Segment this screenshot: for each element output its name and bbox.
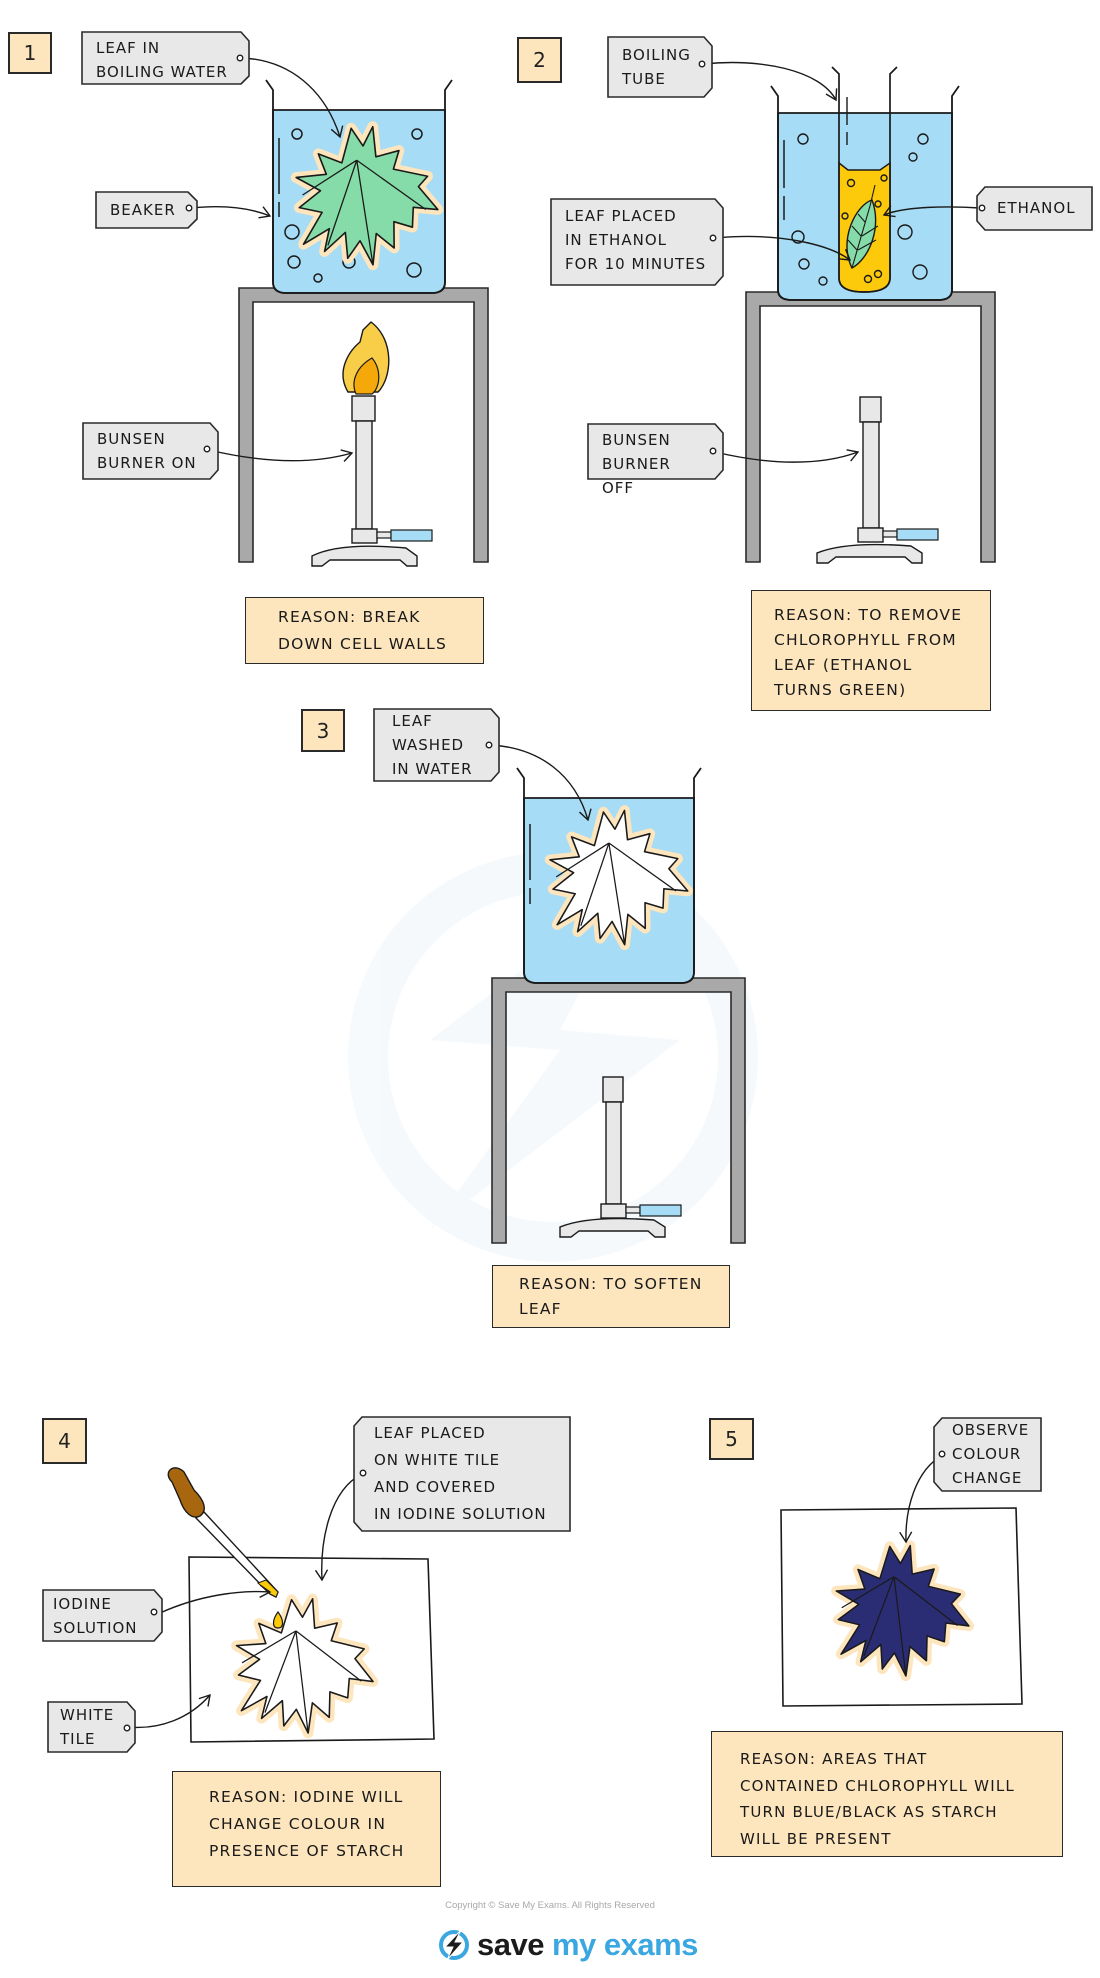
step-number-4: 4 [42,1418,87,1464]
reason-box-4: REASON: IODINE WILL CHANGE COLOUR IN PRE… [172,1771,441,1887]
reason-box-1: REASON: BREAK DOWN CELL WALLS [245,597,484,664]
label-observe-colour-change: OBSERVE COLOUR CHANGE [952,1421,1030,1487]
white-leaf-3 [539,800,695,956]
label-leaf-in-boiling-water: LEAF IN BOILING WATER [96,39,228,81]
small-leaf-in-tube [846,184,879,269]
label-dots [123,54,986,1732]
white-leaf-4 [227,1590,379,1742]
label-leaf-placed-on-white-tile: LEAF PLACED ON WHITE TILE AND COVERED IN… [374,1424,547,1523]
bubbles [284,128,423,283]
logo-word-my-exams: my exams [551,1927,698,1962]
stand-2 [745,291,996,563]
label-boiling-tube: BOILING TUBE [622,46,691,88]
label-white-tile: WHITE TILE [60,1706,115,1748]
step-4-apparatus [127,1467,435,1742]
reason-box-3: REASON: TO SOFTEN LEAF [492,1265,730,1328]
label-leaf-washed-in-water: LEAF WASHED IN WATER [392,712,473,778]
green-leaf-1 [285,116,445,276]
bunsen-burner-3 [559,1076,682,1238]
step-number-3: 3 [301,709,345,752]
bunsen-burner-1 [311,321,433,567]
label-leaf-placed-in-ethanol: LEAF PLACED IN ETHANOL FOR 10 MINUTES [565,207,707,273]
boiling-tube [831,66,898,293]
step-5-apparatus [780,1454,1023,1707]
step-number-5: 5 [709,1418,754,1460]
logo-word-save: save [477,1927,544,1962]
blue-black-leaf-5 [827,1537,974,1684]
beaker-1-glass [265,79,453,294]
step-number-1: 1 [8,32,52,74]
label-bunsen-burner-off: BUNSEN BURNER OFF [602,431,671,497]
label-ethanol: ETHANOL [997,199,1076,217]
step-number-2: 2 [517,37,562,83]
bunsen-burner-2 [816,396,939,564]
save-my-exams-logo: save my exams [437,1926,698,1964]
step-3-apparatus [490,744,746,1244]
copyright-text: Copyright © Save My Exams. All Rights Re… [445,1900,655,1911]
label-beaker: BEAKER [110,201,176,219]
label-iodine-solution: IODINE SOLUTION [53,1595,138,1637]
step-1-apparatus [190,57,489,567]
step-2-apparatus [703,61,996,564]
label-shapes [42,31,1093,1753]
reason-box-2: REASON: TO REMOVE CHLOROPHYLL FROM LEAF … [751,590,991,711]
stand-1 [238,287,489,563]
lightning-bolt-icon [439,1929,469,1961]
label-bunsen-burner-on: BUNSEN BURNER ON [97,430,197,472]
stand-3 [491,977,746,1244]
reason-box-5: REASON: AREAS THAT CONTAINED CHLOROPHYLL… [711,1731,1063,1857]
